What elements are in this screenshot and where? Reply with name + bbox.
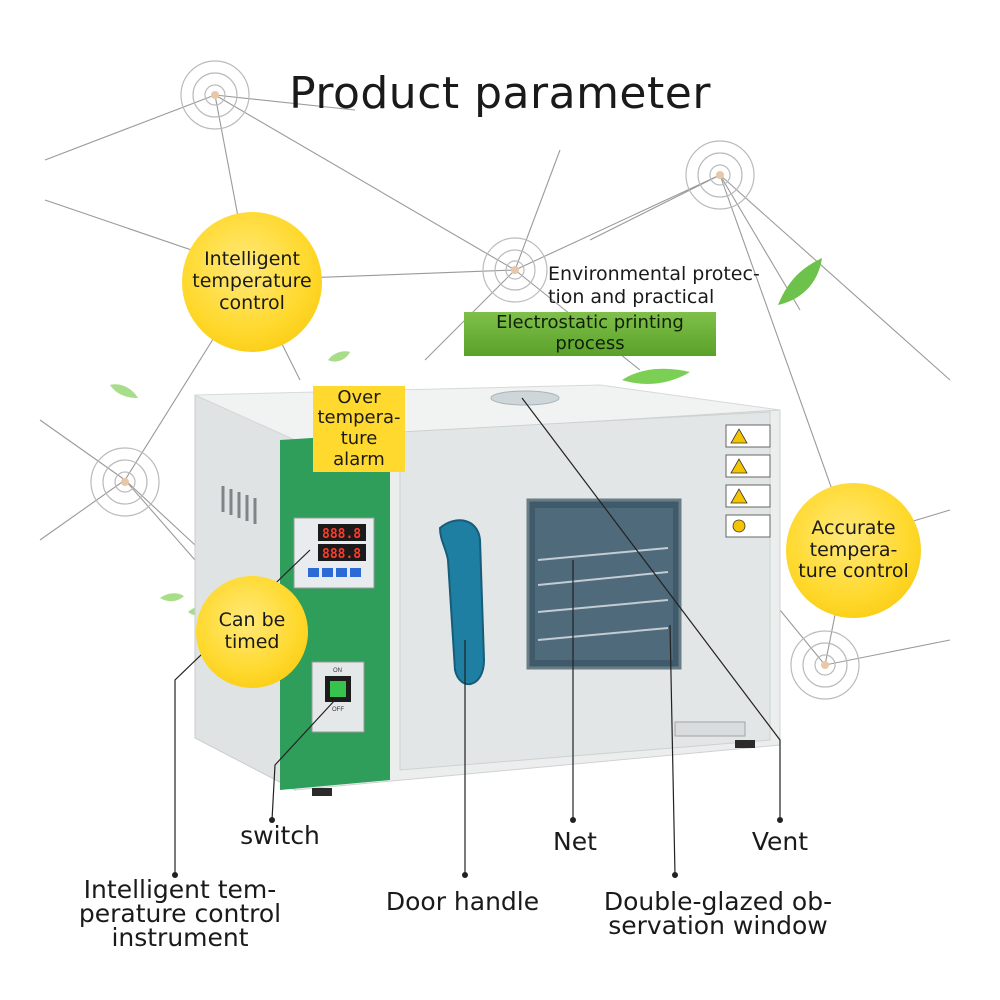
callout-door-handle: Door handle [385,887,540,916]
controller-display-bottom [318,544,366,561]
leader-dots [172,817,783,878]
callout-line: servation window [608,910,828,940]
switch-on-label: ON [333,668,342,674]
feature-line: Intelligent [204,248,300,271]
callout-line: instrument [111,922,249,952]
feature-line: tempera- [809,538,898,561]
controller-display-top [318,524,366,541]
feature-line: timed [224,631,280,653]
warning-circle-icon [732,519,746,533]
callout-observation-window: Double-glazed ob- servation window [588,887,848,940]
door-handle [438,519,486,686]
feature-line: Accurate [811,516,896,539]
callout-vent: Vent [751,827,809,856]
bottom-fittings [674,721,746,737]
page-title: Product parameter [289,68,711,119]
warning-label [725,424,771,448]
callout-line: Intelligent tem- [83,875,277,904]
network-node-3 [482,237,548,303]
feature-line: temperature [192,270,312,293]
feature-line: tempera- [317,407,401,429]
network-node-5 [790,630,860,700]
callout-instrument: Intelligent tem- perature control instru… [60,875,300,952]
power-switch-rocker[interactable] [330,681,346,697]
callout-line: perature control [78,898,282,928]
controller-set-button[interactable] [308,568,319,577]
warning-label [725,454,771,478]
callout-switch: switch [240,821,320,850]
feature-electrostatic-printing: Electrostatic printing process [464,312,716,356]
display-top-value: 888.8 [322,527,361,542]
top-vent [490,390,560,406]
oven-foot [312,788,332,796]
warning-triangle-icon [730,488,748,504]
feature-line: Over [337,386,381,408]
leaf-icon [160,593,184,602]
network-node-4 [90,447,160,517]
warning-label [725,514,771,538]
feature-line: Can be [218,609,286,632]
feature-line: ture [340,428,378,449]
warning-triangle-icon [730,458,748,474]
feature-accurate-temperature-control: Accurate tempera- ture control [786,483,921,618]
feature-line: Environmental protec- [548,263,760,285]
leaf-icon [110,384,138,398]
feature-line: Electrostatic printing [496,312,684,334]
feature-line: control [219,291,285,314]
oven-net [537,547,669,641]
feature-line: tion and practical [548,285,715,308]
warning-label [725,484,771,508]
leader-lines [174,397,781,876]
feature-intelligent-temperature-control: Intelligent temperature control [182,212,322,352]
network-node-2 [685,140,755,210]
leaf-icon [328,351,350,362]
feature-line: ture control [798,560,909,583]
leaf-icon [778,258,822,305]
feature-can-be-timed: Can be timed [196,576,308,688]
warning-triangle-icon [730,428,748,444]
callout-net: Net [553,827,597,856]
callout-line: Double-glazed ob- [603,887,833,916]
feature-environmental-protection: Environmental protec- tion and practical [548,263,760,309]
controller-shift-button[interactable] [322,568,333,577]
network-node-1 [180,60,250,130]
feature-line: alarm [333,448,385,470]
controller-up-button[interactable] [350,568,361,577]
side-vents [221,486,257,524]
feature-line: process [555,333,625,354]
oven-foot [735,740,755,748]
leaf-icon [622,368,690,384]
switch-off-label: OFF [332,707,344,713]
display-bottom-value: 888.8 [322,547,361,562]
feature-over-temperature-alarm: Over tempera- ture alarm [313,386,405,472]
controller-down-button[interactable] [336,568,347,577]
